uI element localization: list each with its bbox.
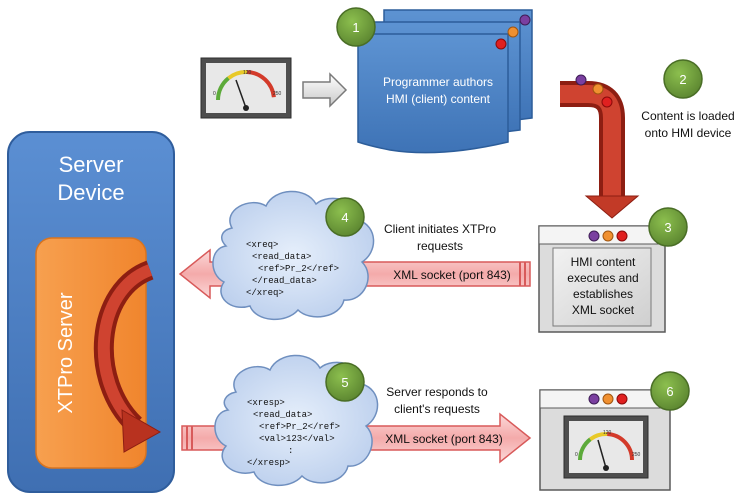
- step-4-badge: 4: [325, 197, 365, 237]
- response-xml-line5: :: [288, 446, 293, 456]
- svg-text:3: 3: [664, 220, 671, 235]
- response-xml-line6: </xresp>: [247, 458, 290, 468]
- hmi-device-display: 0 120 250: [539, 389, 671, 491]
- response-caption-line1: Server responds to: [386, 385, 488, 399]
- load-caption-line2: onto HMI device: [645, 126, 732, 140]
- server-title-line2: Device: [57, 180, 124, 205]
- load-content-arrow: [560, 74, 640, 219]
- request-xml-line2: <read_data>: [252, 252, 311, 262]
- hmi-device-executing: [538, 225, 666, 333]
- hmi-exec-line4: XML socket: [572, 303, 635, 317]
- step-1-badge: 1: [336, 7, 376, 47]
- hmi-content-documents: [357, 9, 533, 154]
- svg-text:250: 250: [273, 91, 282, 97]
- step-3-badge: 3: [648, 207, 688, 247]
- svg-text:120: 120: [603, 430, 612, 436]
- request-socket-label: XML socket (port 843): [393, 268, 511, 282]
- request-caption-line1: Client initiates XTPro: [384, 222, 496, 236]
- response-xml-line2: <read_data>: [253, 410, 312, 420]
- svg-text:250: 250: [632, 452, 641, 458]
- hmi-exec-line2: executes and: [567, 271, 638, 285]
- authoring-line1: Programmer authors: [383, 75, 493, 89]
- gauge-to-doc-arrow: [302, 72, 348, 108]
- svg-text:1: 1: [352, 20, 359, 35]
- svg-text:4: 4: [341, 210, 348, 225]
- response-xml-line4: <val>123</val>: [259, 434, 335, 444]
- step-6-badge: 6: [650, 371, 690, 411]
- server-title-line1: Server: [59, 152, 124, 177]
- svg-text:0: 0: [575, 452, 578, 458]
- xtpro-server-label: XTPro Server: [55, 292, 77, 413]
- load-caption-line1: Content is loaded: [641, 109, 734, 123]
- request-caption-line2: requests: [417, 239, 463, 253]
- response-xml-line3: <ref>Pr_2</ref>: [259, 422, 340, 432]
- response-socket-label: XML socket (port 843): [385, 432, 503, 446]
- request-xml-line1: <xreq>: [246, 240, 278, 250]
- request-xml-line4: </read_data>: [252, 276, 317, 286]
- svg-text:120: 120: [243, 70, 252, 76]
- svg-text:2: 2: [679, 72, 686, 87]
- hmi-exec-line3: establishes: [573, 287, 633, 301]
- gauge-icon: 0 120 250: [200, 57, 292, 119]
- step-2-badge: 2: [663, 59, 703, 99]
- svg-text:5: 5: [341, 375, 348, 390]
- server-process-arrowhead: [121, 409, 162, 453]
- svg-text:6: 6: [666, 384, 673, 399]
- authoring-line2: HMI (client) content: [386, 92, 491, 106]
- request-xml-line5: </xreq>: [246, 288, 284, 298]
- step-5-badge: 5: [325, 362, 365, 402]
- response-caption-line2: client's requests: [394, 402, 480, 416]
- hmi-exec-line1: HMI content: [571, 255, 636, 269]
- response-xml-line1: <xresp>: [247, 398, 285, 408]
- request-xml-line3: <ref>Pr_2</ref>: [258, 264, 339, 274]
- svg-text:0: 0: [213, 91, 216, 97]
